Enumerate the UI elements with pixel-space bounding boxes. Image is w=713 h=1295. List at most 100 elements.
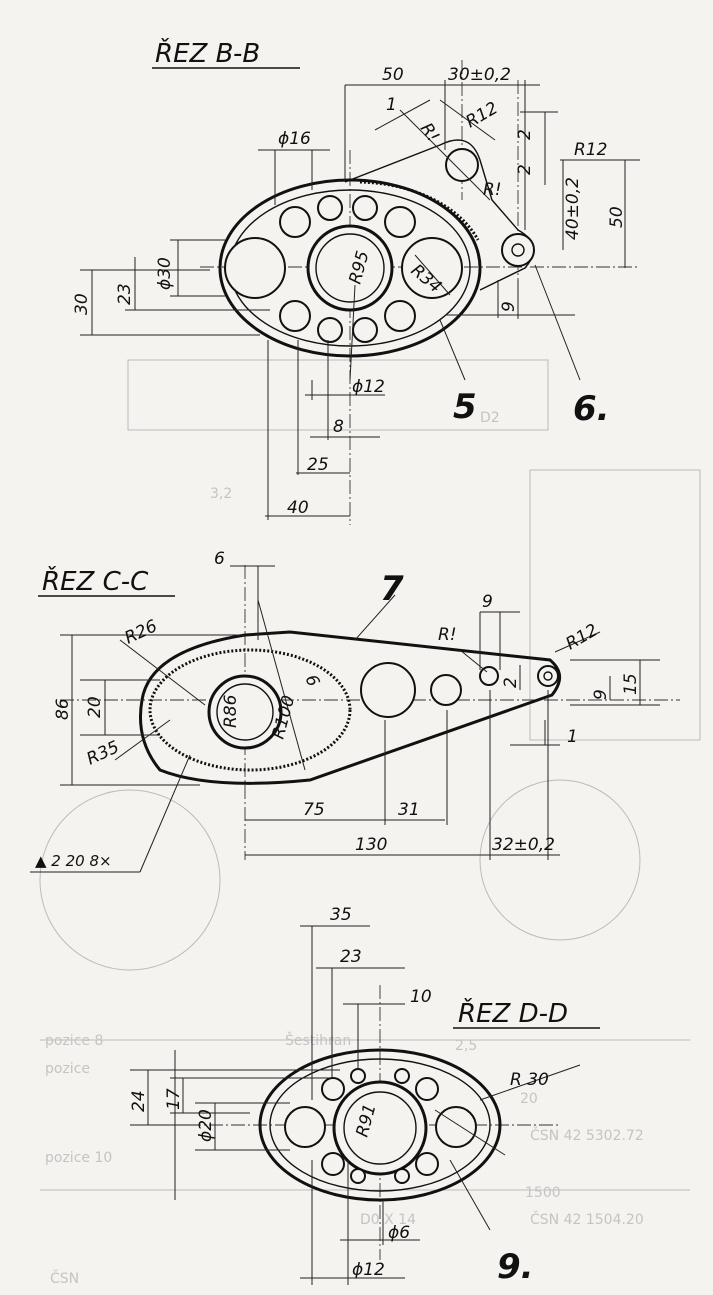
bb-lever-pin — [511, 243, 525, 257]
background-show-through: pozice 8 pozice pozice 10 Šestihran 2,5 … — [39, 359, 701, 1287]
dd-oval-inner-edge — [269, 1058, 491, 1192]
dd-hole-tiny-4 — [394, 1168, 410, 1184]
bg-note-d0x14: D0 X 14 — [360, 1212, 416, 1228]
bb-dim-40-tol: 40±0,2 — [563, 177, 583, 240]
cc-dim-6-slant: 6 — [300, 672, 323, 690]
bb-hole-right-large — [401, 237, 463, 299]
dd-hub-hole — [332, 1080, 428, 1176]
bb-hole-left-large — [224, 237, 286, 299]
bg-note-d2: D2 — [480, 410, 500, 426]
section-b-b-title: ŘEZ B-B — [155, 37, 260, 69]
bg-note-csn-42-1504: ČSN 42 1504.20 — [530, 1210, 644, 1228]
bg-note-20: 20 — [520, 1091, 538, 1107]
bb-dim-dia16: ϕ16 — [278, 129, 311, 149]
bb-dim-40: 40 — [287, 498, 309, 518]
bb-dim-50: 50 — [382, 65, 404, 85]
bb-dim-2-lower: 2 — [515, 164, 535, 175]
cc-dim-130: 130 — [355, 835, 387, 855]
cc-hole-medium — [430, 674, 462, 706]
bb-dim-25: 25 — [307, 455, 329, 475]
cc-dim-r12: R12 — [563, 620, 602, 654]
bb-hole-small-2 — [317, 195, 343, 221]
bb-dim-30-left: 30 — [72, 293, 92, 315]
bg-note-sestihran: Šestihran — [285, 1031, 351, 1049]
dd-dim-dia12: ϕ12 — [352, 1260, 385, 1280]
bg-note-pozice-10: pozice 10 — [45, 1150, 112, 1166]
dd-oval-body — [258, 1048, 502, 1202]
cc-weld-note: ▲ 2 20 8× — [35, 852, 112, 870]
bb-callout-6: 6. — [573, 389, 610, 429]
dd-dim-35: 35 — [330, 905, 352, 925]
cc-dim-75: 75 — [303, 800, 325, 820]
bb-dim-r-small-2: R! — [483, 180, 502, 200]
bb-hole-small-6 — [317, 317, 343, 343]
dd-dimension-lines — [130, 925, 581, 1285]
dd-hole-tiny-1 — [350, 1068, 366, 1084]
cc-dim-31: 31 — [398, 800, 420, 820]
bg-note-1500: 1500 — [525, 1185, 561, 1201]
cc-end-pin — [543, 671, 553, 681]
bb-hole-center-inner — [315, 233, 385, 303]
cc-dim-1: 1 — [567, 727, 578, 747]
section-d-d-title: ŘEZ D-D — [458, 997, 568, 1029]
bg-note-3-2: 3,2 — [210, 486, 232, 502]
dd-hub-hole-inner — [343, 1091, 417, 1165]
bb-hole-small-3 — [352, 195, 378, 221]
bg-note-pozice: pozice — [45, 1061, 90, 1077]
bg-note-csn-42-5302: ČSN 42 5302.72 — [530, 1126, 644, 1144]
bb-hole-center — [306, 224, 394, 312]
bb-dim-23: 23 — [115, 283, 135, 305]
bb-lever-hole-lower — [501, 233, 535, 267]
cc-dim-r-small: R! — [438, 625, 457, 645]
cc-dim-r35: R35 — [84, 737, 123, 769]
dd-hole-small-1 — [321, 1077, 345, 1101]
cc-callout-7: 7 — [380, 569, 404, 609]
bb-lever-hole-upper — [445, 148, 479, 182]
cc-hub-hole — [207, 674, 283, 750]
bb-dim-r-small: R! — [416, 119, 443, 146]
dd-callout-9: 9. — [497, 1247, 534, 1287]
dd-dim-10: 10 — [410, 987, 432, 1007]
dd-hole-tiny-2 — [394, 1068, 410, 1084]
bb-dim-9: 9 — [499, 301, 519, 312]
bg-note-pozice-8: pozice 8 — [45, 1033, 103, 1049]
section-c-c: ŘEZ C-C — [30, 549, 680, 873]
cc-hole-small — [479, 666, 499, 686]
bg-note-2-5: 2,5 — [455, 1038, 477, 1054]
dd-hole-small-3 — [321, 1152, 345, 1176]
cc-dim-2: 2 — [501, 677, 521, 688]
dd-dim-24: 24 — [129, 1090, 149, 1112]
cc-dimension-lines — [30, 565, 660, 873]
bb-dim-30-tol: 30±0,2 — [448, 65, 511, 85]
cc-dim-15: 15 — [621, 673, 641, 695]
cc-dim-r26: R26 — [122, 616, 161, 648]
cc-dim-9-top: 9 — [482, 592, 493, 612]
cc-end-pin-hole — [537, 665, 559, 687]
cc-gear-teeth — [148, 648, 352, 772]
cc-dim-20: 20 — [85, 696, 105, 718]
bb-dim-1: 1 — [386, 95, 397, 115]
dd-hole-tiny-3 — [350, 1168, 366, 1184]
bb-dim-r12-right: R12 — [574, 140, 607, 160]
section-d-d: ŘEZ D-D — [129, 905, 600, 1287]
dd-dim-dia6: ϕ6 — [388, 1223, 410, 1243]
section-b-b: ŘEZ B-B — [72, 37, 640, 525]
cc-dim-6-top: 6 — [214, 549, 225, 569]
bb-dim-50-vertical: 50 — [607, 206, 627, 228]
cc-dim-86: 86 — [53, 698, 73, 720]
dd-hole-left — [284, 1106, 326, 1148]
dd-hole-right — [435, 1106, 477, 1148]
bb-hole-small-1 — [279, 206, 311, 238]
cc-hub-hole-inner — [216, 683, 274, 741]
bb-hole-small-7 — [352, 317, 378, 343]
dd-hole-small-4 — [415, 1152, 439, 1176]
bb-dim-2-upper: 2 — [515, 129, 535, 140]
cc-dim-32-tol: 32±0,2 — [492, 835, 555, 855]
cc-dim-9-right: 9 — [591, 689, 611, 700]
dd-hole-small-2 — [415, 1077, 439, 1101]
dd-dim-dia20: ϕ20 — [196, 1109, 216, 1142]
cc-dim-r86: R86 — [221, 694, 241, 728]
dd-dim-r30: R 30 — [510, 1070, 549, 1090]
bb-dim-8: 8 — [333, 417, 344, 437]
